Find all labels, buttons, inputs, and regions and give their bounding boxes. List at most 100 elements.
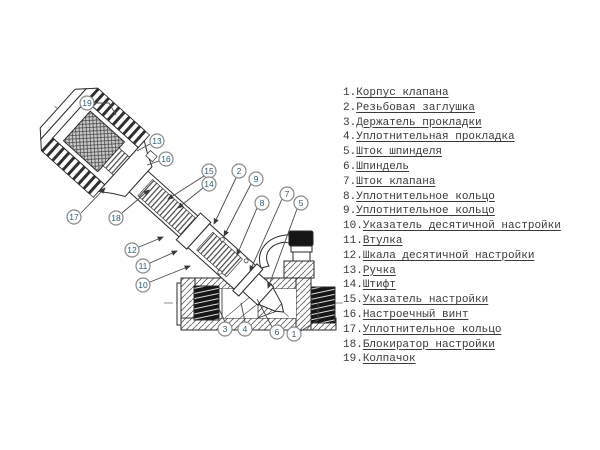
- test-port-boss: [283, 260, 315, 279]
- leader-line-19: [94, 102, 117, 116]
- parts-list-item-18: 18.Блокиратор настройки: [343, 338, 561, 353]
- part-number: 7.: [343, 175, 357, 188]
- parts-list-item-2: 2.Резьбовая заглушка: [343, 101, 561, 116]
- callout-circle-4: [237, 321, 253, 337]
- leader-line-12: [138, 236, 164, 248]
- part-number: 19.: [343, 353, 363, 366]
- part-number: 12.: [343, 249, 363, 262]
- leader-line-11: [149, 250, 178, 264]
- callout-12: 12: [124, 242, 140, 258]
- part-number: 14.: [343, 279, 363, 292]
- callout-circle-11: [135, 258, 151, 274]
- parts-list-item-1: 1.Корпус клапана: [343, 86, 561, 101]
- parts-list-item-11: 11.Втулка: [343, 234, 561, 249]
- callout-number-10: 10: [138, 280, 148, 290]
- callout-1: 1: [286, 326, 302, 342]
- parts-list-item-15: 15.Указатель настройки: [343, 293, 561, 308]
- callout-number-6: 6: [275, 327, 280, 337]
- leader-line-6: [256, 298, 273, 328]
- part-number: 4.: [343, 131, 357, 144]
- parts-list-item-7: 7.Шток клапана: [343, 175, 561, 190]
- callout-11: 11: [135, 258, 151, 274]
- callout-number-13: 13: [152, 136, 162, 146]
- part-number: 17.: [343, 323, 363, 336]
- leader-line-3: [218, 308, 226, 323]
- leader-line-7: [249, 198, 283, 272]
- part-name: Втулка: [362, 234, 403, 247]
- callout-number-15: 15: [204, 166, 214, 176]
- body-wall-right: [295, 277, 312, 331]
- callout-number-2: 2: [237, 166, 242, 176]
- callout-9: 9: [248, 171, 264, 187]
- callout-number-11: 11: [139, 261, 148, 271]
- callout-19: 19: [79, 95, 95, 111]
- callout-number-1: 1: [292, 329, 297, 339]
- callout-4: 4: [237, 321, 253, 337]
- callout-circle-6: [269, 324, 285, 340]
- part-name: Шпиндель: [356, 160, 410, 173]
- callout-7: 7: [279, 186, 295, 202]
- leader-line-13: [136, 143, 151, 152]
- callout-8: 8: [254, 195, 270, 211]
- right-port-threads: [310, 286, 336, 324]
- part-number: 18.: [343, 338, 363, 351]
- parts-list-item-12: 12.Шкала десятичной настройки: [343, 249, 561, 264]
- part-name: Ручка: [362, 264, 396, 277]
- part-name: Указатель десятичной настройки: [362, 220, 561, 233]
- callout-5: 5: [293, 195, 309, 211]
- callout-circle-7: [279, 186, 295, 202]
- callout-circle-5: [293, 195, 309, 211]
- parts-list-item-5: 5.Шток шпинделя: [343, 145, 561, 160]
- leader-line-17: [80, 187, 106, 214]
- callout-number-12: 12: [127, 245, 137, 255]
- callout-number-18: 18: [111, 213, 121, 223]
- part-name: Колпачок: [362, 353, 416, 366]
- parts-list-item-19: 19.Колпачок: [343, 352, 561, 367]
- callout-number-4: 4: [243, 324, 248, 334]
- callout-circle-18: [108, 210, 124, 226]
- part-name: Шкала десятичной настройки: [362, 249, 535, 262]
- leader-line-9: [223, 183, 252, 237]
- callout-circle-19: [79, 95, 95, 111]
- callout-number-3: 3: [223, 324, 228, 334]
- callout-number-14: 14: [204, 179, 214, 189]
- part-number: 13.: [343, 264, 363, 277]
- stem-thread-lower: [196, 231, 243, 278]
- leader-line-15: [167, 175, 205, 200]
- part-number: 9.: [343, 205, 357, 218]
- part-number: 3.: [343, 116, 357, 129]
- part-number: 5.: [343, 146, 357, 159]
- part-name: Указатель настройки: [362, 294, 489, 307]
- leader-line-10: [149, 265, 191, 283]
- part-number: 16.: [343, 308, 363, 321]
- test-port-cap: [288, 230, 314, 247]
- part-name: Резьбовая заглушка: [356, 101, 476, 114]
- test-port: [259, 230, 315, 279]
- leader-line-18: [121, 189, 150, 214]
- part-name: Уплотнительное кольцо: [356, 205, 495, 218]
- callout-number-19: 19: [82, 98, 92, 108]
- part-name: Шток клапана: [356, 175, 436, 188]
- callout-circle-3: [217, 321, 233, 337]
- callout-number-9: 9: [254, 174, 259, 184]
- callout-number-7: 7: [285, 189, 290, 199]
- callout-2: 2: [231, 163, 247, 179]
- parts-list-item-6: 6.Шпиндель: [343, 160, 561, 175]
- part-number: 11.: [343, 234, 363, 247]
- leader-line-1: [300, 302, 319, 332]
- part-number: 8.: [343, 190, 357, 203]
- leader-line-14: [177, 187, 204, 209]
- parts-list-item-14: 14.Штифт: [343, 278, 561, 293]
- callout-number-8: 8: [260, 198, 265, 208]
- callout-circle-14: [201, 176, 217, 192]
- callout-number-16: 16: [161, 154, 171, 164]
- callout-number-17: 17: [69, 212, 79, 222]
- part-name: Корпус клапана: [356, 87, 449, 99]
- parts-list-item-4: 4.Уплотнительная прокладка: [343, 130, 561, 145]
- part-name: Шток шпинделя: [356, 146, 443, 159]
- callout-16: 16: [158, 151, 174, 167]
- callout-circle-16: [158, 151, 174, 167]
- callout-6: 6: [269, 324, 285, 340]
